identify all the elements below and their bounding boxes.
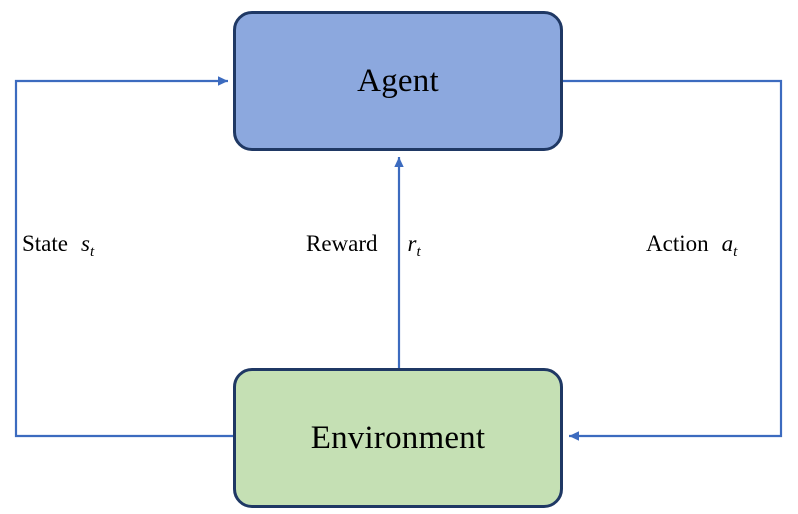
action-symbol-base: a bbox=[721, 231, 734, 256]
action-symbol-subscript: t bbox=[733, 242, 738, 260]
environment-node-label: Environment bbox=[310, 419, 486, 456]
state-symbol: st bbox=[81, 231, 94, 259]
reward-symbol-base: r bbox=[407, 231, 417, 256]
reward-symbol-subscript: t bbox=[416, 242, 421, 260]
agent-node[interactable]: Agent bbox=[233, 11, 563, 151]
action-connector bbox=[563, 79, 783, 441]
reward-edge-label: Reward rt bbox=[306, 231, 421, 259]
state-symbol-base: s bbox=[81, 231, 90, 256]
action-symbol: at bbox=[721, 231, 738, 259]
action-label-text: Action bbox=[646, 231, 709, 256]
reward-symbol: rt bbox=[407, 231, 421, 259]
state-label-text: State bbox=[22, 231, 68, 256]
agent-node-label: Agent bbox=[357, 62, 439, 99]
state-symbol-subscript: t bbox=[89, 242, 95, 260]
state-connector bbox=[14, 76, 234, 438]
environment-node[interactable]: Environment bbox=[233, 368, 563, 508]
reward-label-text: Reward bbox=[306, 231, 378, 256]
